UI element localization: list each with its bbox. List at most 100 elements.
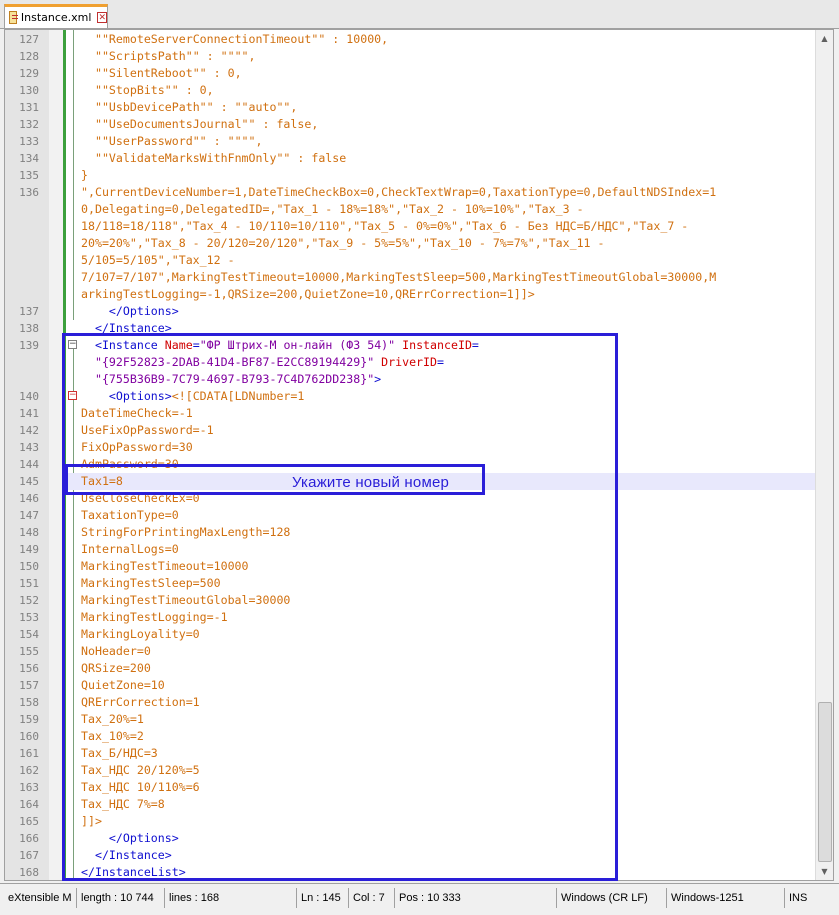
line-code: QRSize=200: [81, 661, 151, 675]
line-code: MarkingTestSleep=500: [81, 576, 221, 590]
code-line[interactable]: 158 QRErrCorrection=1: [5, 694, 817, 711]
code-line[interactable]: 168</InstanceList>: [5, 864, 817, 880]
vertical-scrollbar[interactable]: ▲ ▼: [815, 30, 833, 880]
line-code: ""UserPassword"" : """",: [94, 134, 263, 148]
line-number: 141: [19, 407, 39, 420]
code-line[interactable]: 127 ""RemoteServerConnectionTimeout"" : …: [5, 31, 817, 48]
close-icon[interactable]: ✕: [97, 12, 107, 23]
code-line[interactable]: 0,Delegating=0,DelegatedID=,"Tax_1 - 18%…: [5, 201, 817, 218]
code-line[interactable]: 133 ""UserPassword"" : """",: [5, 133, 817, 150]
line-code: MarkingLoyality=0: [81, 627, 200, 641]
editor[interactable]: 127 ""RemoteServerConnectionTimeout"" : …: [4, 29, 834, 881]
line-number: 140: [19, 390, 39, 403]
line-number: 161: [19, 747, 39, 760]
code-line[interactable]: 166 </Options>: [5, 830, 817, 847]
line-code: QRErrCorrection=1: [81, 695, 200, 709]
code-line[interactable]: 130 ""StopBits"" : 0,: [5, 82, 817, 99]
code-line[interactable]: 167 </Instance>: [5, 847, 817, 864]
code-line[interactable]: 5/105=5/105","Tax_12 -: [5, 252, 817, 269]
code-line[interactable]: 135}: [5, 167, 817, 184]
code-line[interactable]: 139 <Instance Name="ФР Штрих-М он-лайн (…: [5, 337, 817, 354]
code-line[interactable]: "{755B36B9-7C79-4697-B793-7C4D762DD238}"…: [5, 371, 817, 388]
line-code: ""StopBits"" : 0,: [94, 83, 214, 97]
line-code: <Options><![CDATA[LDNumber=1: [108, 389, 305, 403]
code-line[interactable]: 129 ""SilentReboot"" : 0,: [5, 65, 817, 82]
scrollbar-thumb[interactable]: [818, 702, 832, 862]
code-line[interactable]: 137 </Options>: [5, 303, 817, 320]
code-line[interactable]: 140 <Options><![CDATA[LDNumber=1: [5, 388, 817, 405]
file-icon: [9, 11, 18, 24]
line-code: Tax_10%=2: [81, 729, 144, 743]
code-line[interactable]: 142 UseFixOpPassword=-1: [5, 422, 817, 439]
status-insert-mode[interactable]: INS: [784, 888, 839, 908]
line-number: 136: [19, 186, 39, 199]
line-code: StringForPrintingMaxLength=128: [81, 525, 291, 539]
annotation-frame: [62, 333, 618, 881]
code-line[interactable]: 138 </Instance>: [5, 320, 817, 337]
line-code: Tax_НДС 10/110%=6: [81, 780, 200, 794]
code-line[interactable]: 128 ""ScriptsPath"" : """",: [5, 48, 817, 65]
line-code: ""RemoteServerConnectionTimeout"" : 1000…: [94, 32, 389, 46]
line-number: 159: [19, 713, 39, 726]
scroll-down-icon[interactable]: ▼: [821, 867, 828, 876]
line-number: 135: [19, 169, 39, 182]
status-length: length : 10 744: [76, 888, 164, 908]
code-line[interactable]: "{92F52823-2DAB-41D4-BF87-E2CC89194429}"…: [5, 354, 817, 371]
tab-instance-xml[interactable]: Instance.xml ✕: [4, 4, 108, 28]
code-line[interactable]: 18/118=18/118","Tax_4 - 10/110=10/110","…: [5, 218, 817, 235]
status-position: Pos : 10 333: [394, 888, 556, 908]
line-number: 152: [19, 594, 39, 607]
line-number: 143: [19, 441, 39, 454]
line-code: TaxationType=0: [81, 508, 179, 522]
annotation-highlight-box: [65, 464, 485, 495]
line-number: 133: [19, 135, 39, 148]
line-number: 131: [19, 101, 39, 114]
status-lines: lines : 168: [164, 888, 296, 908]
current-line-highlight: [66, 473, 817, 490]
status-file-type: eXtensible M: [8, 892, 72, 904]
status-eol[interactable]: Windows (CR LF): [556, 888, 666, 908]
fold-collapse-icon[interactable]: −: [68, 339, 77, 349]
status-encoding[interactable]: Windows-1251: [666, 888, 784, 908]
code-line[interactable]: 134 ""ValidateMarksWithFnmOnly"" : false: [5, 150, 817, 167]
line-number: 158: [19, 696, 39, 709]
code-line[interactable]: arkingTestLogging=-1,QRSize=200,QuietZon…: [5, 286, 817, 303]
code-line[interactable]: 165]]>: [5, 813, 817, 830]
fold-margin[interactable]: [49, 30, 63, 880]
code-line[interactable]: 132 ""UseDocumentsJournal"" : false,: [5, 116, 817, 133]
code-line[interactable]: 136",CurrentDeviceNumber=1,DateTimeCheck…: [5, 184, 817, 201]
line-code: MarkingTestTimeout=10000: [81, 559, 249, 573]
line-number: 129: [19, 67, 39, 80]
scroll-up-icon[interactable]: ▲: [821, 34, 828, 43]
line-code: UseFixOpPassword=-1: [81, 423, 214, 437]
line-code: Tax1=8: [81, 474, 123, 488]
code-line[interactable]: 7/107=7/107",MarkingTestTimeout=10000,Ma…: [5, 269, 817, 286]
line-number: 142: [19, 424, 39, 437]
code-line[interactable]: 131 ""UsbDevicePath"" : ""auto"",: [5, 99, 817, 116]
line-number: 132: [19, 118, 39, 131]
line-code: </InstanceList>: [81, 865, 186, 879]
tab-label: Instance.xml: [20, 11, 92, 24]
code-line[interactable]: 20%=20%","Tax_8 - 20/120=20/120","Tax_9 …: [5, 235, 817, 252]
fold-collapse-icon[interactable]: −: [68, 390, 77, 400]
